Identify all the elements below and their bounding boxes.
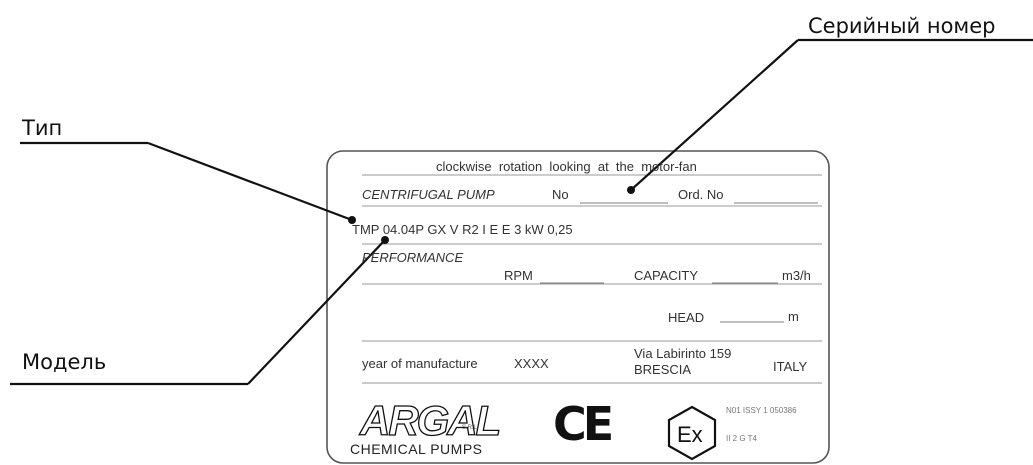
- type-dot: [348, 216, 356, 224]
- ex-mark: Ex: [677, 422, 703, 447]
- callout-lines: [10, 38, 1033, 386]
- ord-no-label: Ord. No: [678, 187, 724, 202]
- performance-label: PERFORMANCE: [362, 250, 464, 265]
- country-label: ITALY: [773, 359, 808, 374]
- brand-subtitle: CHEMICAL PUMPS: [350, 441, 483, 457]
- model-label: Модель: [22, 350, 107, 374]
- plate-rules: [362, 174, 822, 384]
- model-code: TMP 04.04P GX V R2 I E E 3 kW 0,25: [352, 222, 573, 237]
- address-line1: Via Labirinto 159: [634, 346, 732, 361]
- cert-line2: II 2 G T4: [726, 434, 757, 443]
- capacity-unit: m3/h: [782, 268, 811, 283]
- brand-logo: ARGAL: [359, 397, 500, 444]
- model-dot: [381, 236, 389, 244]
- ce-mark: CE: [553, 397, 612, 451]
- callout-dots: [348, 186, 635, 244]
- year-label: year of manufacture: [362, 356, 478, 371]
- rpm-label: RPM: [504, 268, 533, 283]
- cert-line1: N01 ISSY 1 050386: [726, 406, 797, 415]
- serial-number-label: Серийный номер: [808, 14, 996, 38]
- brand-srl: S.R.L.: [462, 425, 479, 431]
- year-value: XXXX: [514, 356, 549, 371]
- model-leader: [247, 239, 386, 385]
- blank-fields: [540, 202, 818, 323]
- type-label: Тип: [22, 116, 63, 140]
- nameplate-border: [326, 150, 830, 464]
- type-leader: [147, 141, 353, 222]
- head-unit: m: [788, 309, 799, 324]
- pump-label: CENTRIFUGAL PUMP: [362, 187, 495, 202]
- serial-leader: [630, 39, 799, 191]
- rotation-text: clockwise rotation looking at the motor-…: [436, 159, 697, 174]
- address-line2: BRESCIA: [634, 362, 692, 377]
- no-label: No: [552, 187, 569, 202]
- serial-dot: [627, 186, 635, 194]
- head-label: HEAD: [668, 310, 705, 325]
- capacity-label: CAPACITY: [634, 268, 699, 283]
- ex-hexagon-icon: [667, 405, 717, 461]
